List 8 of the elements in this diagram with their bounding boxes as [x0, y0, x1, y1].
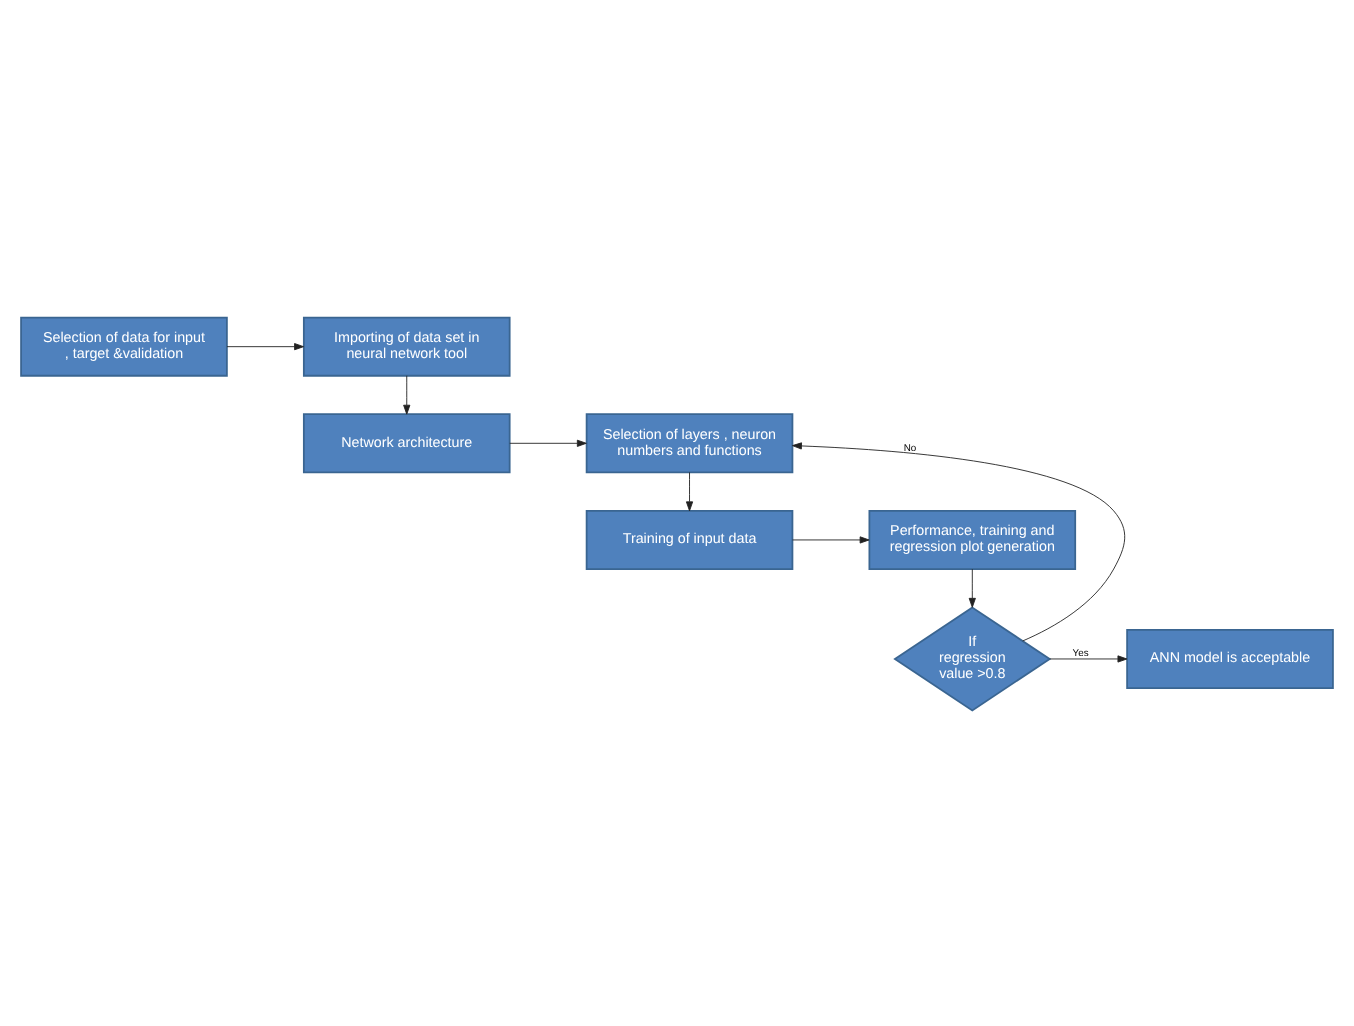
arrow [968, 567, 976, 607]
arrow [403, 374, 411, 414]
arrow [1049, 654, 1128, 662]
arrow [509, 438, 587, 446]
arrow [685, 470, 694, 511]
arrow [226, 342, 304, 350]
arrow [792, 535, 870, 543]
arrow [792, 441, 1126, 641]
